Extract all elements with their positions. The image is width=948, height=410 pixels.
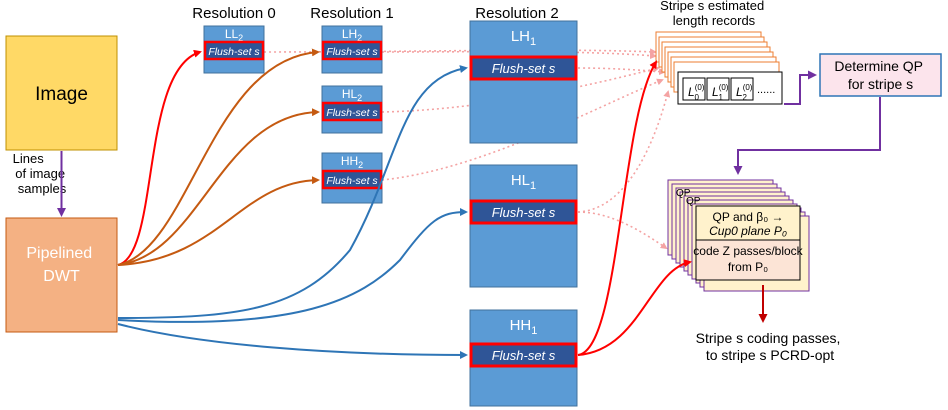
record-ellipsis: ...... (757, 84, 775, 96)
record-cell-l0: L(0)0 (688, 83, 705, 102)
hh1-flush-set-label: Flush-set s (492, 348, 556, 363)
lines-label: Lines of image samples (13, 151, 69, 196)
red-arrow-to-ll2 (117, 49, 202, 266)
coder-partial-label-1: QP (676, 188, 691, 199)
lh2-flush-set (321, 40, 383, 61)
hl1-band (469, 164, 578, 288)
lh2-flush-set-label: Flush-set s (326, 46, 378, 58)
image-label: Image (35, 84, 88, 105)
lh1-band (469, 20, 578, 144)
hh1-to-coder-arrows (577, 60, 692, 356)
hh2-flush-set (321, 169, 383, 190)
stripe-records-stack (655, 31, 783, 105)
blue-arrow-to-hh1 (117, 323, 468, 359)
coder-stack (667, 179, 810, 292)
pipelined-dwt-label: Pipelined DWT (26, 245, 96, 285)
blue-arrow-to-lh1 (117, 65, 468, 319)
hh1-flush-set (469, 342, 578, 368)
image-box (5, 35, 118, 151)
dwt-output-arrows (117, 48, 468, 359)
coder-row-1: QP and β₀ → (712, 210, 783, 224)
hl2-label: HL2 (342, 87, 362, 103)
hl1-label: HL1 (511, 172, 536, 192)
hl2-flush-set (321, 101, 383, 122)
coder-front-top (695, 205, 801, 241)
hl1-flush-set-label: Flush-set s (492, 205, 556, 220)
resolution-2-header: Resolution 2 (475, 5, 558, 22)
hl2-flush-set-label: Flush-set s (326, 107, 378, 119)
blue-arrow-to-hl1 (117, 208, 468, 323)
coder-row-2: Cup0 plane P₀ (709, 224, 787, 238)
qp-to-coder-arrow (733, 97, 881, 175)
coder-partial-label-2: QP (686, 196, 701, 207)
lh1-label: LH1 (511, 28, 536, 48)
dotted-connectors (263, 48, 671, 250)
ll2-label: LL2 (225, 27, 243, 43)
lh1-flush-set-label: Flush-set s (492, 61, 556, 76)
stripe-records-title: Stripe s estimated length records (660, 0, 768, 28)
output-label: Stripe s coding passes, to stripe s PCRD… (696, 330, 845, 363)
record-cell-l2: L(0)2 (736, 83, 753, 102)
determine-qp-label: Determine QP for stripe s (834, 58, 926, 92)
orange-arrow-to-hl2 (117, 108, 320, 266)
orange-arrow-to-hh2 (117, 176, 320, 266)
lh1-flush-set (469, 55, 578, 81)
coder-row-3a: code Z passes/block (693, 244, 803, 258)
hh2-label: HH2 (341, 154, 363, 170)
lh2-label: LH2 (342, 27, 362, 43)
ll2-flush-set (203, 40, 265, 61)
hh1-label: HH1 (510, 317, 538, 337)
resolution-1-header: Resolution 1 (310, 5, 393, 22)
coder-front-bottom (695, 239, 801, 281)
records-to-qp-arrow (784, 70, 817, 105)
resolution-0-header: Resolution 0 (192, 5, 275, 22)
ll2-flush-set-label: Flush-set s (208, 46, 260, 58)
hh2-flush-set-label: Flush-set s (326, 175, 378, 187)
hl1-flush-set (469, 199, 578, 225)
coder-row-3b: from P₀ (728, 260, 768, 274)
record-cell-l1: L(0)1 (712, 83, 729, 102)
determine-qp-box (819, 53, 942, 97)
orange-arrow-to-lh2 (117, 48, 320, 266)
pipelined-dwt-box (5, 217, 118, 333)
